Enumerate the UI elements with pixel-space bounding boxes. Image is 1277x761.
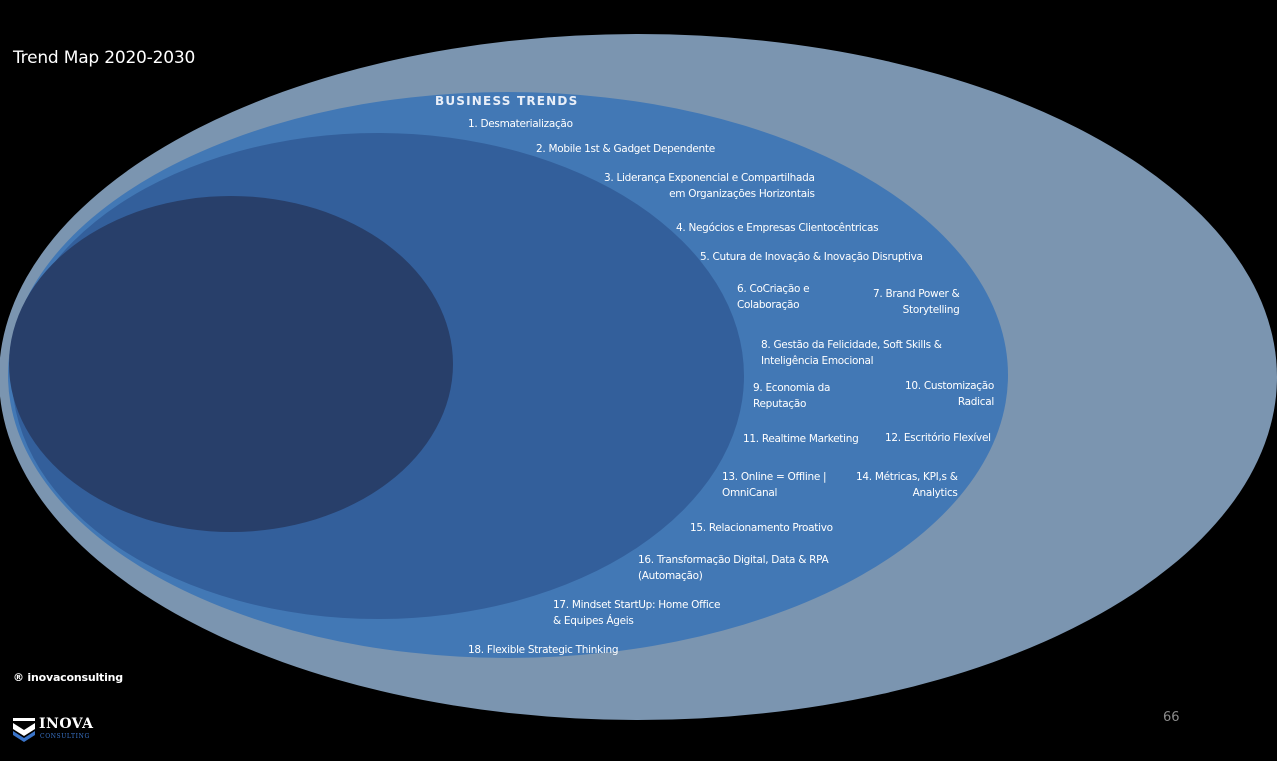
page-number: 66 xyxy=(1163,710,1180,725)
trend-item: 7. Brand Power & Storytelling xyxy=(873,288,960,316)
trend-item: 6. CoCriação e Colaboração xyxy=(737,283,810,311)
trend-item: 4. Negócios e Empresas Clientocêntricas xyxy=(676,222,879,234)
trend-item: 3. Liderança Exponencial e Compartilhada… xyxy=(604,172,815,200)
trend-item: 15. Relacionamento Proativo xyxy=(690,522,833,534)
inova-logo-icon xyxy=(13,718,35,742)
trend-item: 2. Mobile 1st & Gadget Dependente xyxy=(536,143,715,155)
core-ellipse xyxy=(9,196,453,532)
trend-item: 1. Desmaterialização xyxy=(468,118,573,130)
trend-item: 14. Métricas, KPI,s & Analytics xyxy=(856,471,958,499)
trend-item: 9. Economia da Reputação xyxy=(753,382,831,410)
slide-title: Trend Map 2020-2030 xyxy=(13,48,196,68)
logo-subtitle: CONSULTING xyxy=(40,733,90,740)
trend-item: 5. Cutura de Inovação & Inovação Disrupt… xyxy=(700,251,923,263)
trend-item: 8. Gestão da Felicidade, Soft Skills & I… xyxy=(761,339,942,367)
trend-item: 13. Online = Offline | OmniCanal xyxy=(722,471,827,499)
logo-text: INOVA xyxy=(39,716,94,732)
trend-item: 12. Escritório Flexível xyxy=(885,432,991,444)
trend-item: 17. Mindset StartUp: Home Office & Equip… xyxy=(553,599,721,627)
trend-item: 11. Realtime Marketing xyxy=(743,433,859,445)
section-title: BUSINESS TRENDS xyxy=(435,94,579,108)
trend-item: 18. Flexible Strategic Thinking xyxy=(468,644,619,656)
trend-item: 10. Customização Radical xyxy=(905,380,994,408)
copyright-text: ® inovaconsulting xyxy=(13,671,123,684)
trend-item: 16. Transformação Digital, Data & RPA (A… xyxy=(638,554,829,582)
